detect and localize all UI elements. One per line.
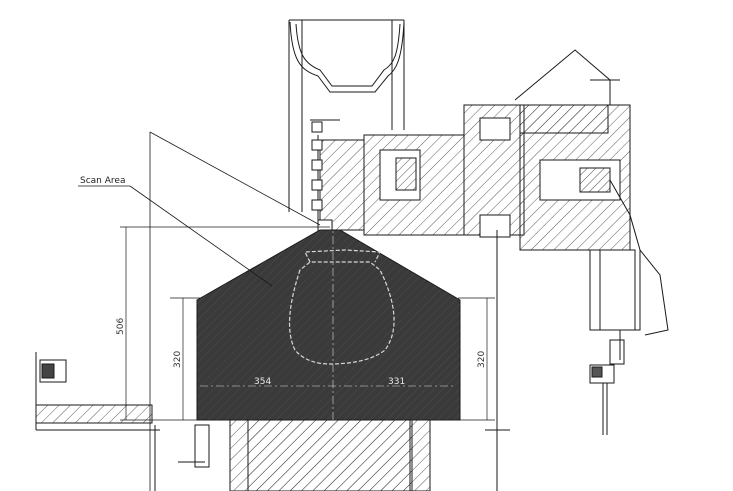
tyre-profile (288, 249, 395, 365)
lower-base (154, 230, 510, 491)
scan-area (196, 229, 461, 421)
scan-area-leader (78, 185, 273, 287)
dimension-lines (120, 226, 495, 421)
center-line (200, 220, 456, 430)
left-sensor (35, 352, 160, 431)
upper-column (288, 19, 405, 212)
dimension-height-overall: 506 (116, 318, 126, 335)
dimension-height-right: 320 (477, 351, 487, 368)
dimension-width-right: 331 (388, 377, 405, 387)
scan-cone-outline (149, 131, 321, 491)
dimension-height-left: 320 (173, 351, 183, 368)
dimension-width-left: 354 (254, 377, 271, 387)
right-sensor (589, 330, 625, 435)
upper-right-housing (514, 49, 669, 336)
scan-area-label: Scan Area (80, 176, 125, 186)
